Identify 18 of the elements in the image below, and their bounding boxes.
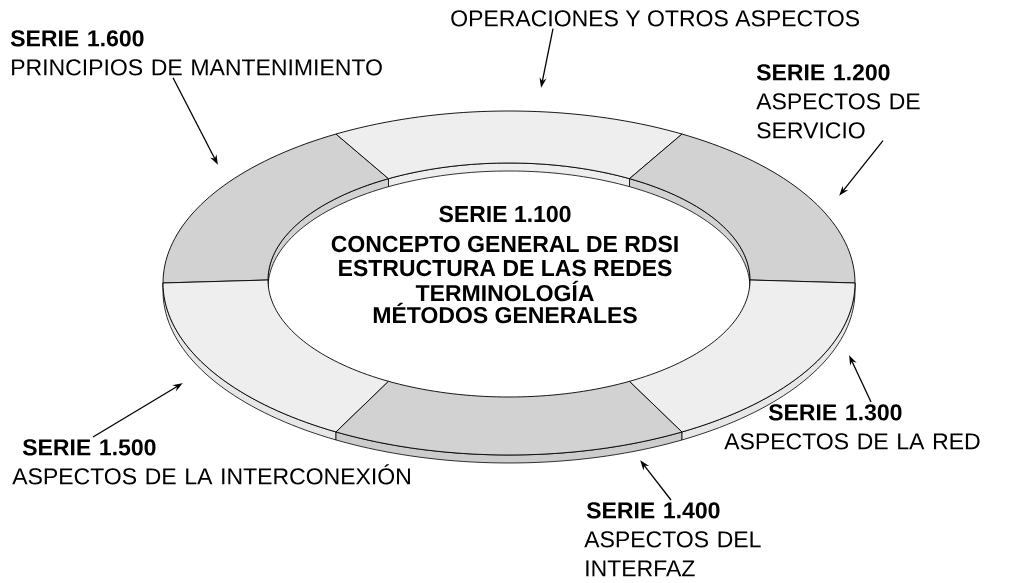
series-title: OPERACIONES Y OTROS ASPECTOS bbox=[451, 10, 859, 27]
topic-text: ESTRUCTURA DE LAS REDES bbox=[339, 259, 672, 277]
series-number: SERIE 1.400 bbox=[586, 502, 720, 519]
series-number: SERIE 1.500 bbox=[22, 439, 156, 456]
ring-segment bbox=[335, 110, 683, 188]
ring-segment bbox=[335, 380, 683, 464]
series-title: PRINCIPIOS DE MANTENIMIENTO bbox=[12, 59, 382, 76]
topic-text: CONCEPTO GENERAL DE RDSI bbox=[331, 235, 678, 253]
series-title: ASPECTOS DE LA RED bbox=[724, 433, 980, 450]
series-title: ASPECTOS DE LA INTERCONEXIÓN bbox=[12, 464, 410, 485]
series-number: SERIE 1.200 bbox=[756, 64, 890, 81]
series-number: SERIE 1.300 bbox=[768, 404, 902, 421]
topic-text: MÉTODOS GENERALES bbox=[373, 302, 637, 324]
topic-text: TERMINOLOGÍA bbox=[415, 280, 594, 302]
heading-text: SERIE 1.100 bbox=[439, 205, 571, 223]
series-title: ASPECTOS DE SERVICIO bbox=[756, 93, 920, 139]
series-number: SERIE 1.600 bbox=[10, 30, 144, 47]
series-title: ASPECTOS DEL INTERFAZ bbox=[584, 531, 761, 577]
